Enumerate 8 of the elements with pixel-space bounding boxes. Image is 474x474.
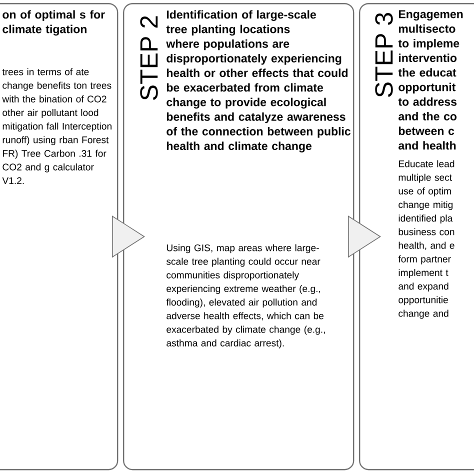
- step-heading: Identification of large-scale tree planting locations where populations are disproportionately experiencing health or other effects that could be exacerbated from climate change to provide ecological benefits and catalyze awareness of the connection between public health and climate change: [166, 10, 351, 152]
- step-heading: Engagemen multisecto to impleme interventio the educat opportunit to address and the co between c and health: [398, 10, 463, 150]
- step-label: STEP 2: [140, 16, 158, 100]
- step-description: trees in terms of ate change benefits ton trees with the bination of CO2 other air pollutant lood mitigation fall Interception runoff) using rban Forest FR) Tree Carbon .31 for CO2 and g calculator V1.2.: [2, 68, 112, 184]
- step-label: STEP 3: [375, 13, 393, 97]
- step-heading: on of optimal s for climate tigation: [2, 10, 105, 36]
- step-description: Educate lead multiple sect use of optim change mitig identified pla business con health, and e form partner implement t and expand opportunitie change and: [398, 160, 454, 319]
- step-description: Using GIS, map areas where large-scale tree planting could occur near communities disproportionately experiencing extreme weather (e.g., flooding), elevated air pollution and adverse health effects, which can be exacerbated by climate change (e.g., asthma and cardiac arrest).: [166, 244, 325, 348]
